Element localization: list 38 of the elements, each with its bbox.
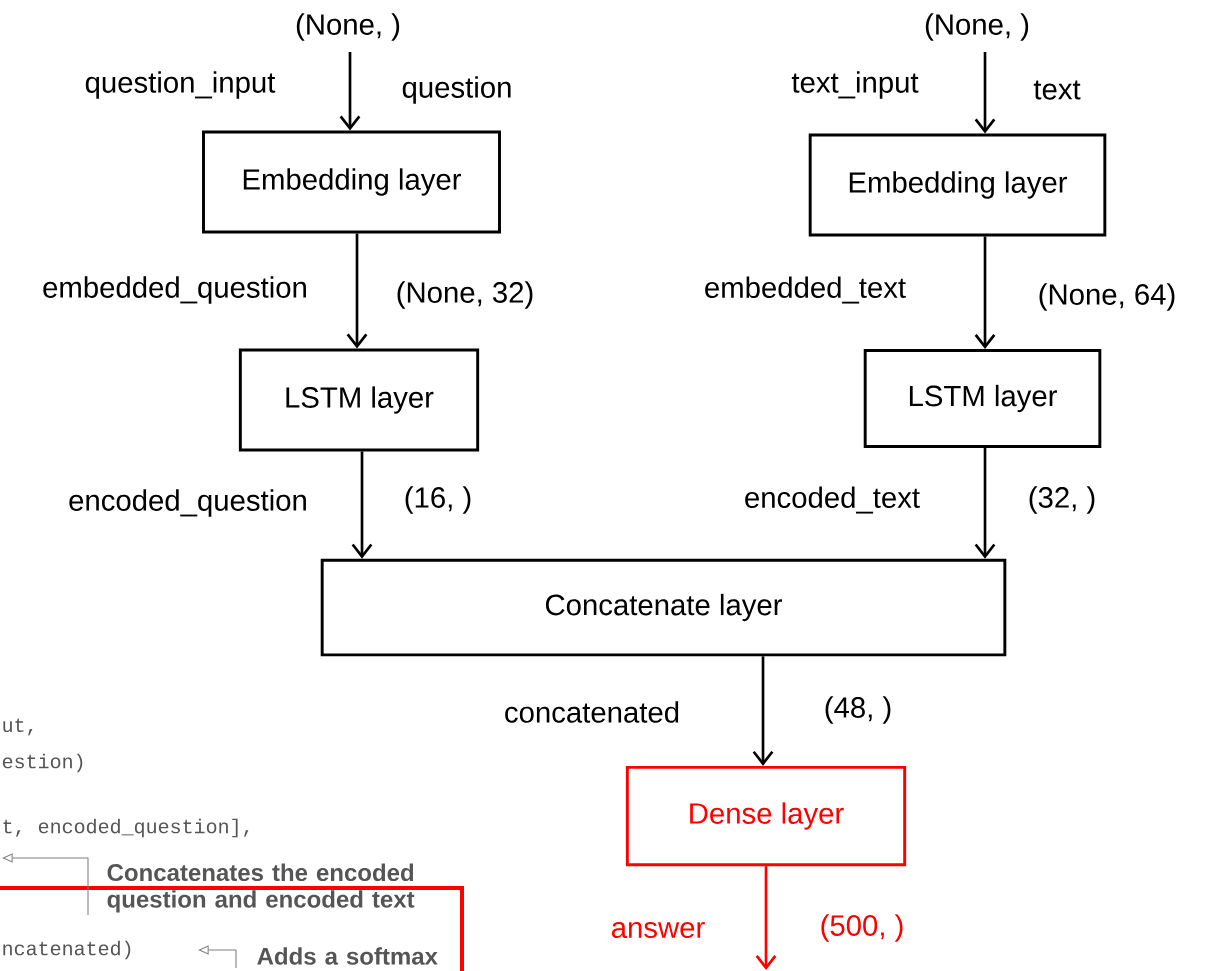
layer-box: LSTM layer <box>863 349 1102 448</box>
tensor-label: answer <box>612 921 705 939</box>
tensor-label: (500, ) <box>821 914 903 942</box>
tensor-label: (16, ) <box>405 486 471 514</box>
tensor-label: (None, 32) <box>397 281 533 309</box>
code-line: ut, <box>3 718 33 736</box>
tensor-label: (32, ) <box>1029 486 1095 514</box>
arrow <box>351 451 373 559</box>
tensor-label: (None, ) <box>925 13 1029 41</box>
arrow <box>974 448 996 559</box>
arrow <box>974 52 996 134</box>
tensor-label: embedded_text <box>705 276 906 304</box>
tensor-label: text_input <box>791 71 919 99</box>
code-line: estion) <box>2 753 83 773</box>
layer-box: LSTM layer <box>238 348 480 452</box>
callout-note: Concatenates the encoded question and encoded text <box>107 863 415 913</box>
arrow <box>339 52 361 131</box>
layer-box: Dense layer <box>625 765 907 867</box>
tensor-label: concatenated <box>505 701 679 723</box>
arrow <box>974 236 996 350</box>
tensor-label: embedded_question <box>43 276 306 304</box>
tensor-label: encoded_question <box>69 489 306 517</box>
arrow <box>755 866 777 970</box>
tensor-label: text <box>1033 80 1081 100</box>
code-line: t, encoded_question], <box>3 818 249 838</box>
callout-note: Adds a softmax <box>257 947 438 965</box>
tensor-label: (None, ) <box>296 13 400 41</box>
tensor-label: (None, 64) <box>1039 283 1175 311</box>
tensor-label: question_input <box>85 71 276 99</box>
layer-box: Concatenate layer <box>320 558 1007 657</box>
code-line: ncatenated) <box>3 940 131 960</box>
tensor-label: question <box>402 76 511 104</box>
arrow <box>346 233 368 349</box>
layer-box: Embedding layer <box>202 130 501 234</box>
arrow <box>752 656 774 766</box>
tensor-label: (48, ) <box>825 696 891 724</box>
tensor-label: encoded_text <box>745 486 920 514</box>
layer-box: Embedding layer <box>808 133 1107 237</box>
